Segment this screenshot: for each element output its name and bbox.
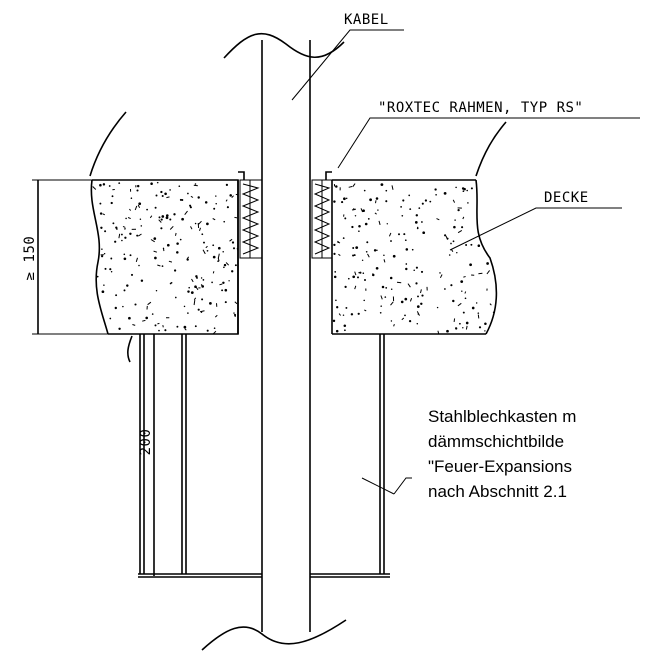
cable bbox=[201, 33, 347, 651]
cable-label: KABEL bbox=[344, 12, 389, 28]
break-line-slab-bottom bbox=[127, 335, 133, 363]
steel-box-note: Stahlblechkasten m dämmschichtbilde "Feu… bbox=[428, 407, 576, 501]
slab-left bbox=[90, 179, 239, 335]
concrete-hatching-right bbox=[332, 181, 497, 334]
leader-ceiling bbox=[449, 207, 622, 251]
leader-steel-box bbox=[393, 477, 412, 495]
dimension-200-label: 200 bbox=[138, 429, 154, 456]
roxtec-frame-left bbox=[238, 171, 263, 259]
note-line-4: nach Abschnitt 2.1 bbox=[428, 482, 567, 501]
ceiling-label: DECKE bbox=[544, 190, 589, 206]
roxtec-label: "ROXTEC RAHMEN, TYP RS" bbox=[378, 100, 583, 116]
dimension-150-label: ≥ 150 bbox=[22, 236, 38, 281]
leader-roxtec bbox=[337, 117, 640, 169]
note-line-1: Stahlblechkasten m bbox=[428, 407, 576, 426]
leader-cable bbox=[301, 29, 404, 89]
concrete-hatching-left bbox=[91, 181, 239, 334]
dimension-slab-thickness bbox=[32, 179, 108, 335]
roxtec-frame-right bbox=[311, 171, 333, 259]
slab-right bbox=[332, 179, 498, 335]
break-line-slab-right bbox=[475, 121, 507, 177]
note-line-3: "Feuer-Expansions bbox=[428, 457, 572, 476]
note-line-2: dämmschichtbilde bbox=[428, 432, 564, 451]
break-line-slab-left bbox=[89, 111, 127, 177]
